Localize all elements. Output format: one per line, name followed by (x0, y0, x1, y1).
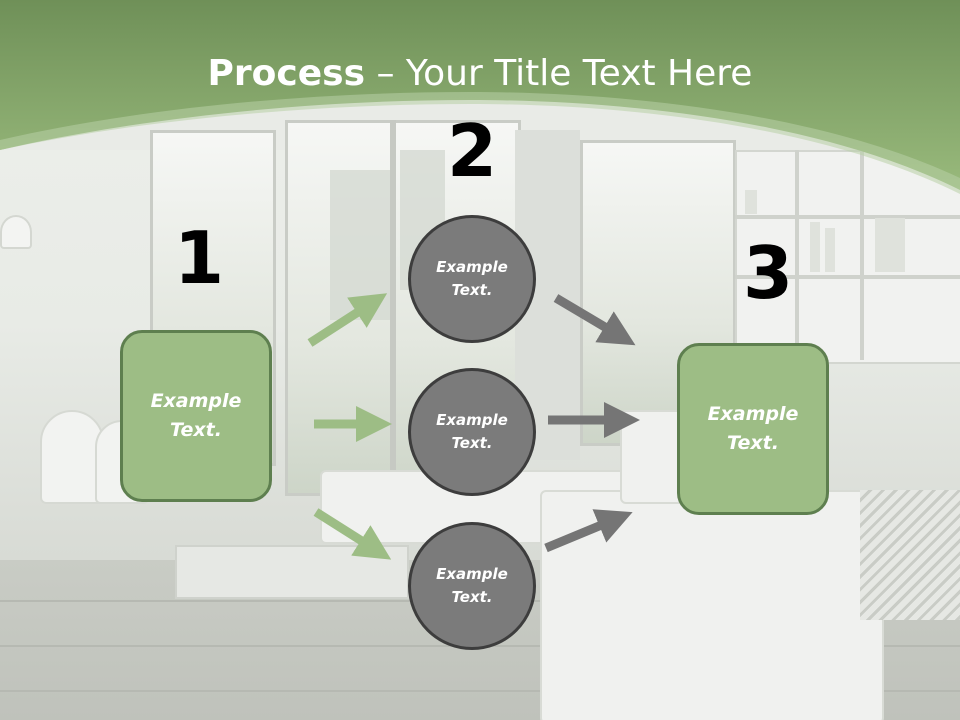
book (825, 228, 835, 272)
shelf-board (735, 275, 960, 279)
middle-circle-top[interactable]: Example Text. (408, 215, 536, 343)
middle-circle-center[interactable]: Example Text. (408, 368, 536, 496)
right-step-box[interactable]: Example Text. (677, 343, 829, 515)
right-step-text: Example Text. (707, 403, 799, 454)
book (745, 190, 757, 214)
step-number-3: 3 (742, 231, 794, 315)
left-step-text: Example Text. (150, 390, 242, 441)
shelf-side (795, 150, 799, 360)
title-rest: – Your Title Text Here (365, 53, 753, 94)
book (875, 218, 905, 272)
title-banner (0, 0, 960, 194)
shelf-board (735, 215, 960, 219)
sofa (540, 490, 884, 720)
left-step-box[interactable]: Example Text. (120, 330, 272, 502)
window-mullion (390, 120, 396, 490)
page-title: Process – Your Title Text Here (0, 50, 960, 98)
step-number-1: 1 (173, 216, 225, 300)
bookshelf (735, 150, 960, 364)
chair (40, 410, 104, 504)
book (810, 222, 820, 272)
circle-text: Example Text. (436, 411, 508, 452)
coffee-table (175, 545, 409, 599)
pendant-lamp (0, 215, 32, 249)
title-bold: Process (207, 53, 366, 94)
striped-chair (860, 490, 960, 620)
floor-plank (0, 690, 960, 692)
shelf-side (860, 150, 864, 360)
middle-circle-bottom[interactable]: Example Text. (408, 522, 536, 650)
circle-text: Example Text. (436, 565, 508, 606)
sofa-cushion (620, 410, 684, 504)
circle-text: Example Text. (436, 258, 508, 299)
step-number-2: 2 (446, 109, 498, 193)
